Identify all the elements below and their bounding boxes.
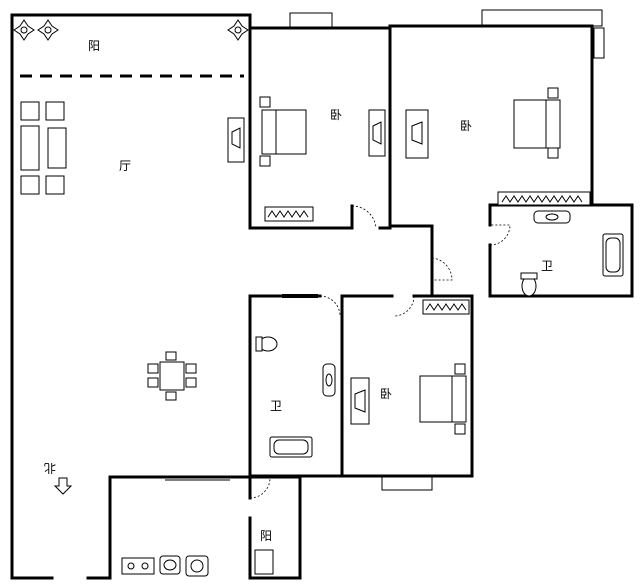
- toilet-icon: [520, 272, 538, 297]
- label-living-room: 厅: [119, 159, 131, 173]
- north-arrow-icon: [53, 477, 73, 495]
- washing-machine-icon: [185, 555, 209, 577]
- bathtub-icon: [269, 436, 313, 458]
- window-bedroom-1: [289, 12, 333, 29]
- outer-walls: [10, 13, 634, 580]
- door-hallway: [431, 257, 453, 281]
- window-bedroom-2: [481, 9, 603, 27]
- windows: [165, 9, 605, 491]
- tv-cabinet-icon: [405, 109, 429, 159]
- label-compass-north: 北: [44, 461, 56, 475]
- label-balcony-top: 阳: [88, 39, 100, 53]
- door-bedroom-3: [393, 295, 415, 317]
- wardrobe-icon: [264, 206, 314, 222]
- basin-icon: [533, 210, 571, 224]
- door-bedroom-1: [351, 205, 377, 229]
- label-balcony-bottom: 阳: [260, 529, 272, 543]
- sink-icon: [159, 555, 181, 575]
- tv-cabinet-icon: [368, 109, 386, 157]
- bed-icon: [513, 87, 561, 159]
- basin-icon: [322, 363, 336, 397]
- label-bath-center: 卫: [270, 399, 282, 413]
- door-balcony-bottom: [249, 477, 271, 499]
- bathtub-icon: [602, 233, 624, 277]
- bed-icon: [419, 363, 467, 435]
- window-bedroom-2-side: [593, 27, 605, 59]
- stove-icon: [121, 557, 155, 575]
- wardrobe-icon: [497, 191, 591, 206]
- door-bath-right: [489, 224, 511, 246]
- label-bedroom-1: 卧: [330, 108, 342, 122]
- wardrobe-icon: [422, 299, 470, 315]
- label-bedroom-3: 卧: [380, 387, 392, 401]
- plant-icon: [37, 19, 59, 41]
- window-bedroom-3: [381, 475, 433, 491]
- plant-icon: [13, 19, 35, 41]
- tv-cabinet-icon: [227, 117, 245, 163]
- label-bedroom-2: 卧: [460, 119, 472, 133]
- dining-table-icon: [147, 351, 197, 401]
- toilet-icon: [255, 336, 278, 352]
- bed-icon: [259, 96, 307, 167]
- plant-icon: [227, 19, 249, 41]
- sofa-set-icon: [20, 101, 67, 195]
- door-bath-center: [319, 295, 341, 317]
- label-bath-right: 卫: [541, 259, 553, 273]
- cabinet-icon: [254, 549, 274, 575]
- tv-cabinet-icon: [350, 377, 370, 425]
